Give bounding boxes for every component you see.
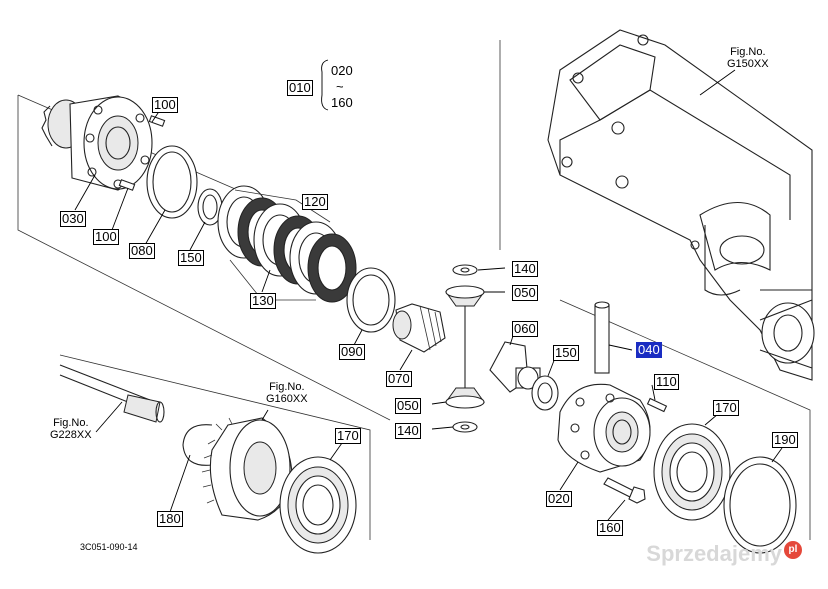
fig-ref-g228: Fig.No.G228XX <box>50 417 92 441</box>
part-label-020[interactable]: 020 <box>546 491 572 507</box>
part-180-snap-ring <box>182 424 213 466</box>
part-label-120[interactable]: 120 <box>302 194 328 210</box>
range-label-010[interactable]: 010 <box>287 80 313 96</box>
range-top: 020 <box>331 63 353 78</box>
part-label-140-top[interactable]: 140 <box>512 261 538 277</box>
part-label-110[interactable]: 110 <box>654 374 679 390</box>
drawing-code: 3C051-090-14 <box>80 542 138 552</box>
part-120-130-clutch-pack <box>217 185 357 303</box>
part-label-080[interactable]: 080 <box>129 243 155 259</box>
range-bracket <box>321 59 329 111</box>
part-090-ring <box>346 267 396 333</box>
part-label-030[interactable]: 030 <box>60 211 86 227</box>
part-150-washer-right <box>531 375 559 411</box>
part-label-090[interactable]: 090 <box>339 344 365 360</box>
part-label-060[interactable]: 060 <box>512 321 538 337</box>
part-label-150-right[interactable]: 150 <box>553 345 579 361</box>
part-label-040-selected[interactable]: 040 <box>636 342 662 358</box>
part-080-shim-ring <box>146 145 198 219</box>
fig-ref-g160: Fig.No.G160XX <box>266 381 308 405</box>
part-020-differential-case <box>557 383 651 473</box>
part-label-170-left[interactable]: 170 <box>335 428 361 444</box>
part-label-180[interactable]: 180 <box>157 511 183 527</box>
part-label-130[interactable]: 130 <box>250 293 276 309</box>
part-060-side-gear <box>489 341 541 393</box>
part-110-spring-pin <box>646 397 668 413</box>
part-100-pins <box>118 115 166 191</box>
part-050-140-lower <box>445 387 485 433</box>
part-label-050-top[interactable]: 050 <box>512 285 538 301</box>
part-170-bearing-right <box>653 423 731 521</box>
part-label-050-bottom[interactable]: 050 <box>395 398 421 414</box>
part-030-flange-hub <box>41 95 153 191</box>
panel-frame-right <box>499 40 811 540</box>
fig-ref-g150: Fig.No.G150XX <box>727 46 769 70</box>
watermark-badge: pl <box>784 541 802 559</box>
part-190-seal-ring <box>723 456 797 554</box>
part-label-070[interactable]: 070 <box>386 371 412 387</box>
part-label-160[interactable]: 160 <box>597 520 623 536</box>
part-170-bearing-left <box>279 456 357 554</box>
part-label-140-bottom[interactable]: 140 <box>395 423 421 439</box>
ring-gear <box>201 417 293 521</box>
part-140-050-upper <box>445 264 485 307</box>
part-label-170-right[interactable]: 170 <box>713 400 739 416</box>
part-label-100-bottom[interactable]: 100 <box>93 229 119 245</box>
panel-frame-bottom <box>59 354 371 540</box>
part-040-pinion-shaft <box>594 301 610 374</box>
part-070-bevel-gear <box>392 303 446 353</box>
axle-shaft <box>59 364 165 423</box>
range-tilde: ~ <box>336 79 344 94</box>
part-label-190[interactable]: 190 <box>772 432 798 448</box>
transmission-housing <box>547 29 815 381</box>
range-bottom: 160 <box>331 95 353 110</box>
part-label-100-top[interactable]: 100 <box>152 97 178 113</box>
part-160-bolt <box>603 477 646 504</box>
part-label-150-left[interactable]: 150 <box>178 250 204 266</box>
